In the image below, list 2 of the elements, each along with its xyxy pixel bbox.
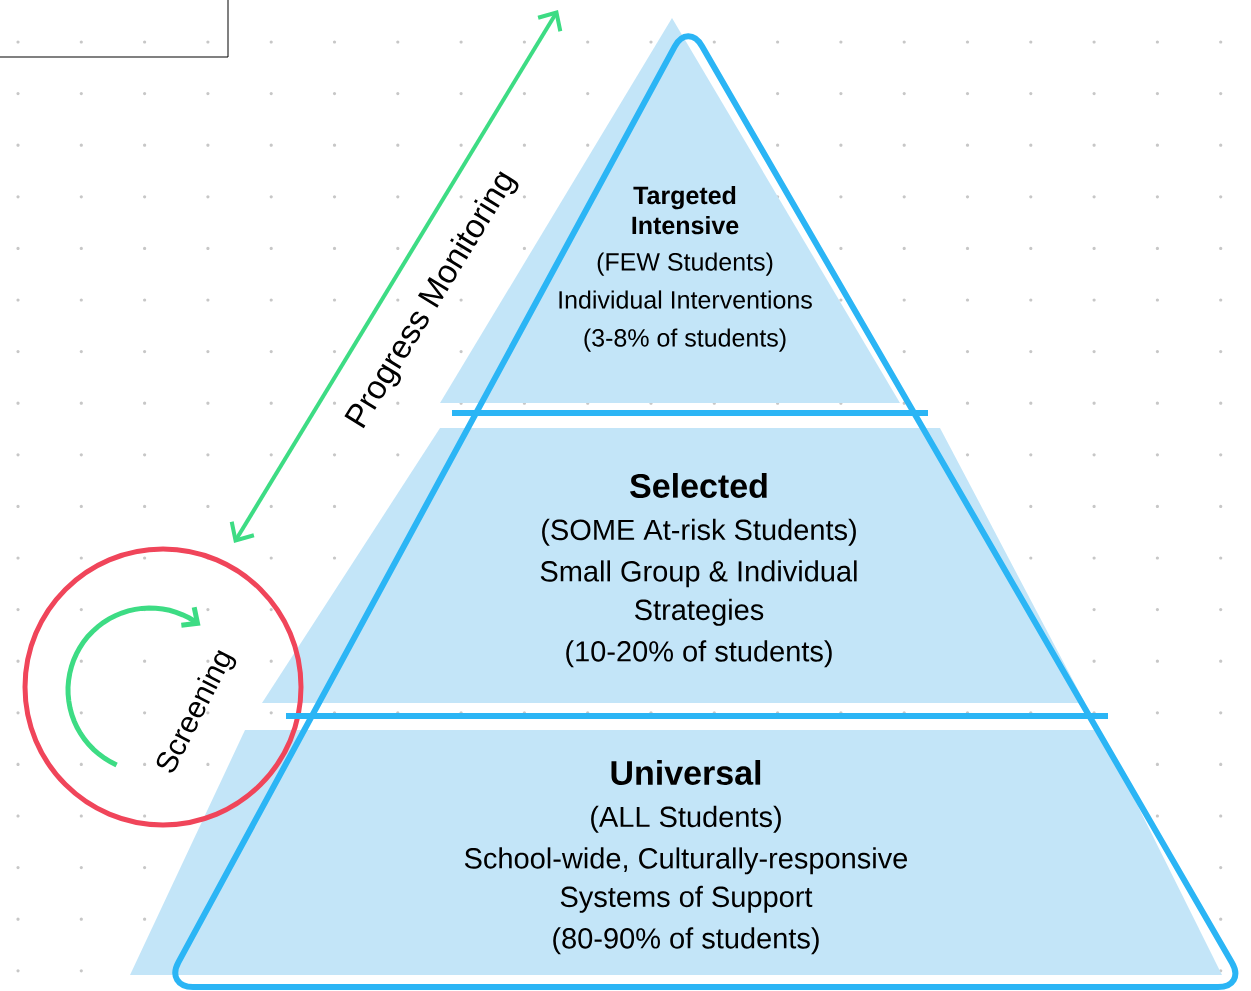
empty-box <box>0 0 229 58</box>
pyramid-tier: Selected (SOME At-risk Students) Small Group & Individual Strategies (10-20% of students) <box>262 428 1085 703</box>
